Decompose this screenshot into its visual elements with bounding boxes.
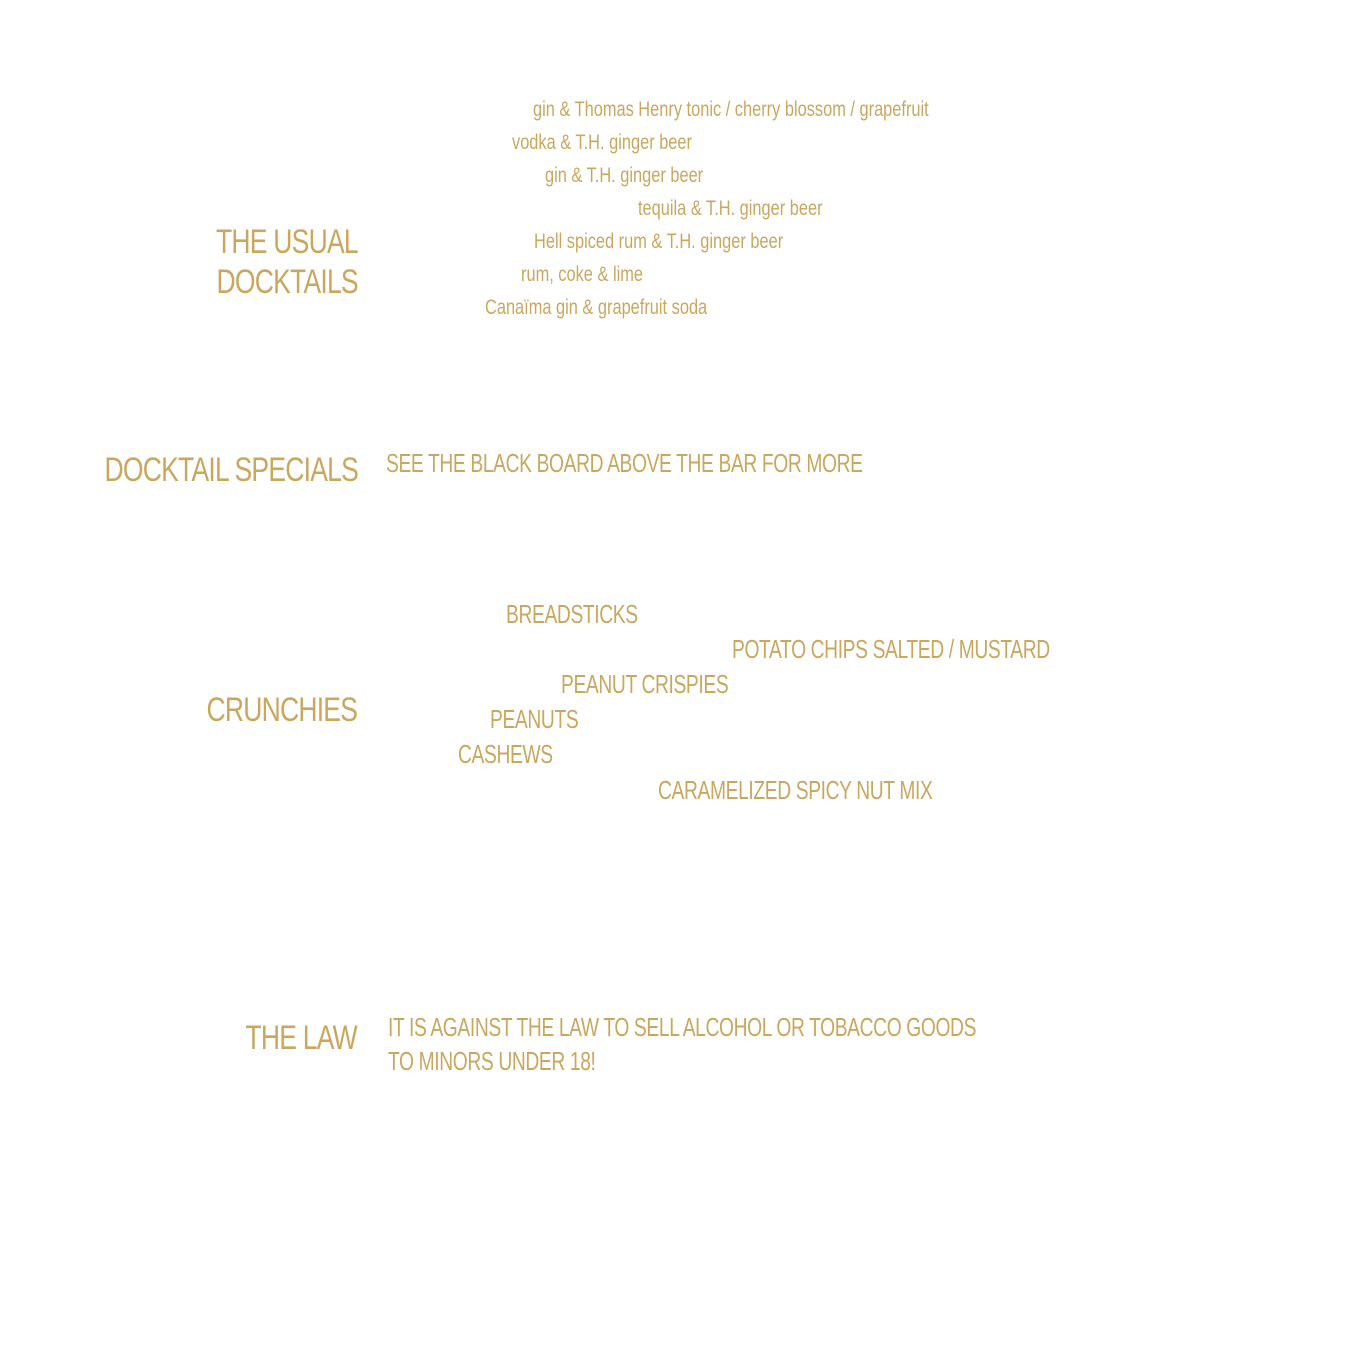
docktail-specials-heading: DOCKTAIL SPECIALS xyxy=(104,451,359,489)
crunchies-item: POTATO CHIPS SALTED / MUSTARD xyxy=(732,634,1050,664)
crunchies-item: BREADSTICKS xyxy=(506,599,638,629)
cocktail-item: tequila & T.H. ginger beer xyxy=(638,197,823,220)
cocktail-item: vodka & T.H. ginger beer xyxy=(512,131,692,154)
cocktail-item: gin & Thomas Henry tonic / cherry blosso… xyxy=(533,98,929,121)
crunchies-item: PEANUTS xyxy=(490,704,579,734)
crunchies-item: CASHEWS xyxy=(458,739,553,769)
crunchies-item: PEANUT CRISPIES xyxy=(561,669,729,699)
cocktail-item: rum, coke & lime xyxy=(521,263,643,286)
cocktail-item: gin & T.H. ginger beer xyxy=(545,164,704,187)
the-law-heading: THE LAW xyxy=(245,1019,358,1057)
the-law-line2: TO MINORS UNDER 18! xyxy=(388,1046,596,1076)
cocktail-item: Hell spiced rum & T.H. ginger beer xyxy=(534,230,784,253)
docktail-specials-text: SEE THE BLACK BOARD ABOVE THE BAR FOR MO… xyxy=(386,448,863,478)
usual-docktails-heading-line2: DOCKTAILS xyxy=(216,263,359,301)
usual-docktails-heading: THE USUAL DOCKTAILS xyxy=(216,222,359,302)
cocktail-item: Canaïma gin & grapefruit soda xyxy=(485,296,708,319)
usual-docktails-heading-line1: THE USUAL xyxy=(216,223,359,261)
crunchies-item: CARAMELIZED SPICY NUT MIX xyxy=(658,775,933,805)
crunchies-heading: CRUNCHIES xyxy=(206,691,357,729)
the-law-line1: IT IS AGAINST THE LAW TO SELL ALCOHOL OR… xyxy=(388,1012,977,1042)
